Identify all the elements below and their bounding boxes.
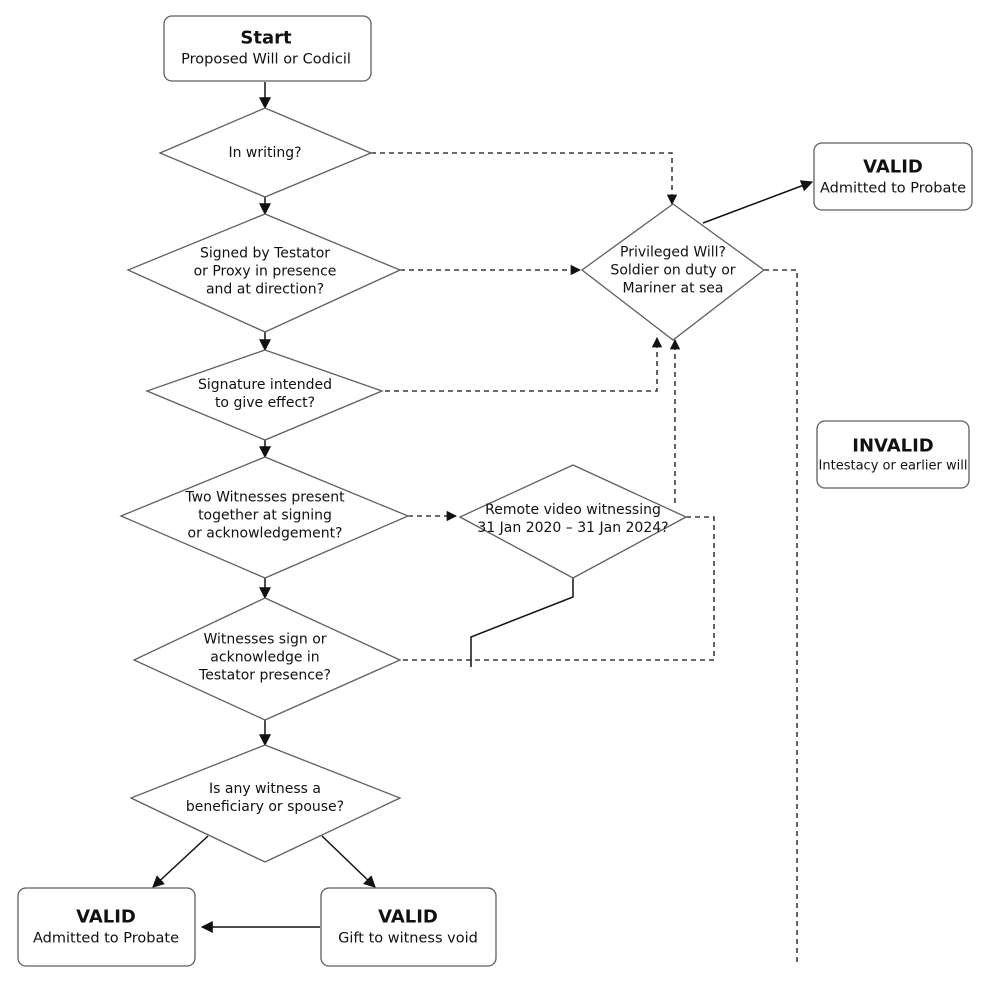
beneficiary-line-2: beneficiary or spouse?	[185, 799, 345, 815]
invalid-subtitle: Intestacy or earlier will	[818, 458, 968, 474]
edge-privileged-to-invalid	[764, 269, 798, 964]
remote-witnessing-line-1: Remote video witnessing	[485, 501, 661, 518]
valid-probate-top-title: VALID	[863, 156, 923, 178]
witnesses-sign-label: Witnesses sign or acknowledge in Testato…	[199, 631, 331, 686]
edge-beneficiary-to-gift-void	[321, 835, 376, 888]
beneficiary-label: Is any witness a beneficiary or spouse?	[186, 780, 344, 816]
signature-intended-line-2: to give effect?	[214, 395, 316, 411]
remote-witnessing-line-2: 31 Jan 2020 – 31 Jan 2024?	[477, 520, 669, 536]
privileged-will-label: Privileged Will? Soldier on duty or Mari…	[610, 244, 735, 299]
signed-label: Signed by Testator or Proxy in presence …	[194, 245, 337, 300]
witnesses-sign-decision	[132, 597, 402, 721]
signed-line-3: and at direction?	[205, 282, 325, 299]
beneficiary-line-1: Is any witness a	[208, 780, 321, 797]
privileged-will-decision	[580, 203, 766, 341]
two-witnesses-decision	[119, 456, 410, 579]
valid-probate-top-label: VALID Admitted to Probate	[820, 155, 966, 198]
signature-intended-line-1: Signature intended	[197, 376, 333, 393]
valid-probate-bottom-box	[17, 887, 196, 967]
privileged-will-line-1: Privileged Will?	[619, 244, 726, 261]
start-title: Start	[240, 27, 292, 49]
edge-intended-to-privileged	[385, 336, 663, 392]
signature-intended-label: Signature intended to give effect?	[198, 376, 332, 412]
invalid-box	[816, 420, 970, 489]
edge-privileged-to-valid	[702, 180, 814, 224]
signature-intended-decision	[145, 349, 384, 441]
valid-probate-top-subtitle: Admitted to Probate	[820, 180, 966, 197]
edge-beneficiary-to-valid-probate	[152, 835, 209, 888]
valid-gift-void-subtitle: Gift to witness void	[338, 930, 478, 947]
valid-probate-bottom-label: VALID Admitted to Probate	[33, 905, 179, 948]
in-writing-decision	[158, 107, 373, 198]
privileged-will-line-3: Mariner at sea	[622, 281, 724, 298]
two-witnesses-label: Two Witnesses present together at signin…	[185, 489, 344, 544]
remote-witnessing-label: Remote video witnessing 31 Jan 2020 – 31…	[477, 501, 668, 537]
in-writing-label: In writing?	[228, 144, 301, 162]
invalid-title: INVALID	[852, 435, 934, 457]
two-witnesses-line-3: or acknowledgement?	[187, 526, 343, 543]
in-writing-line-1: In writing?	[228, 144, 302, 161]
signed-line-2: or Proxy in presence	[193, 263, 337, 280]
valid-probate-bottom-subtitle: Admitted to Probate	[33, 930, 179, 947]
two-witnesses-line-1: Two Witnesses present	[185, 489, 345, 506]
signed-decision	[126, 213, 402, 333]
privileged-will-line-2: Soldier on duty or	[610, 262, 736, 279]
edge-remote-to-witnesses-sign	[470, 578, 574, 667]
witnesses-sign-line-2: acknowledge in	[210, 649, 320, 666]
witnesses-sign-line-3: Testator presence?	[199, 668, 331, 685]
valid-gift-void-label: VALID Gift to witness void	[338, 905, 478, 948]
signed-line-1: Signed by Testator	[199, 245, 331, 262]
witnesses-sign-line-1: Witnesses sign or	[203, 631, 327, 648]
edge-writing-to-privileged	[371, 152, 678, 206]
valid-probate-top-box	[813, 142, 973, 211]
valid-probate-bottom-title: VALID	[76, 906, 136, 928]
start-subtitle: Proposed Will or Codicil	[181, 51, 351, 68]
invalid-label: INVALID Intestacy or earlier will	[819, 434, 968, 475]
two-witnesses-line-2: together at signing	[198, 507, 332, 524]
edge-remote-to-witnesses-sign-alt	[400, 516, 715, 661]
valid-gift-void-box	[320, 887, 497, 967]
beneficiary-decision	[129, 744, 402, 863]
remote-witnessing-decision	[458, 464, 688, 579]
start-node	[163, 15, 372, 82]
valid-gift-void-title: VALID	[378, 906, 438, 928]
start-label: Start Proposed Will or Codicil	[181, 26, 351, 69]
